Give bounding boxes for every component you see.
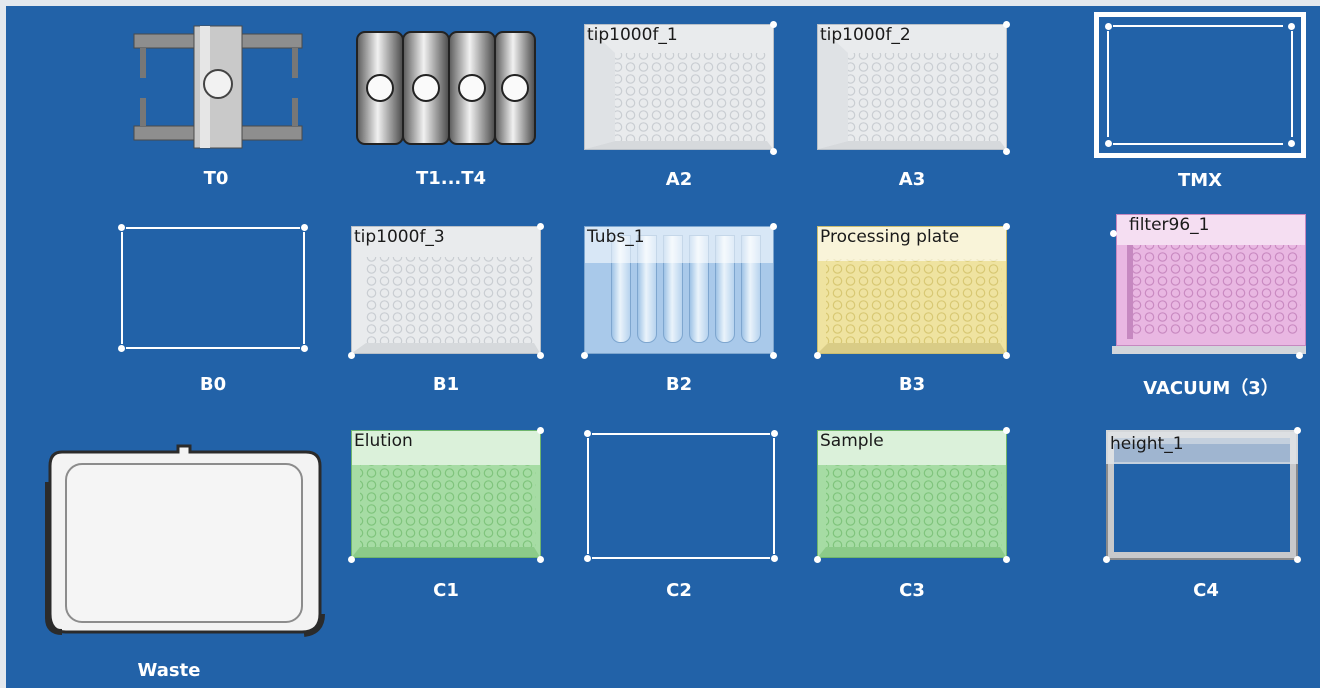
heater-shaker-icon: [356, 31, 536, 145]
well-grid-icon: [818, 431, 1006, 557]
labware-name: Tubs_1: [587, 227, 645, 247]
waste-container-icon: [45, 444, 325, 637]
well-grid-icon: [1117, 215, 1305, 339]
slot-c4[interactable]: height_1 C4: [1103, 427, 1316, 605]
slot-t1-t4[interactable]: T1...T4: [351, 22, 551, 202]
slot-vacuum[interactable]: filter96_1 VACUUM（3）: [1106, 214, 1316, 404]
slot-label: B1: [432, 374, 460, 395]
sample-plate[interactable]: Sample: [817, 430, 1007, 558]
slot-label: A2: [665, 169, 693, 190]
magnetic-rack-icon: [133, 25, 303, 149]
slot-t0[interactable]: T0: [126, 22, 316, 202]
slot-c2[interactable]: C2: [584, 430, 784, 605]
slot-c1[interactable]: Elution C1: [348, 427, 551, 605]
slot-label: T1...T4: [415, 168, 487, 189]
slot-label: T0: [203, 168, 229, 189]
height-frame[interactable]: height_1: [1106, 430, 1298, 560]
well-grid-icon: [818, 25, 1006, 149]
labware-name: Sample: [820, 431, 884, 451]
slot-label: B0: [199, 374, 227, 395]
labware-name: tip1000f_1: [587, 25, 678, 45]
slot-tmx[interactable]: TMX: [1094, 12, 1314, 197]
labware-name: Elution: [354, 431, 413, 451]
well-grid-icon: [818, 227, 1006, 353]
tip-rack-plate[interactable]: tip1000f_2: [817, 24, 1007, 150]
empty-slot-outline: [584, 430, 778, 562]
well-grid-icon: [585, 25, 773, 149]
slot-a2[interactable]: tip1000f_1 A2: [584, 21, 777, 204]
slot-label: B3: [898, 374, 926, 395]
slot-waste[interactable]: Waste: [44, 442, 334, 687]
slot-c3[interactable]: Sample C3: [814, 427, 1017, 605]
filter-plate[interactable]: filter96_1: [1116, 214, 1306, 346]
processing-plate[interactable]: Processing plate: [817, 226, 1007, 354]
slot-label: VACUUM（3）: [1143, 378, 1279, 399]
slot-label: C2: [666, 580, 692, 601]
slot-label: C4: [1193, 580, 1219, 601]
slot-label: Waste: [137, 660, 201, 681]
slot-label: C3: [899, 580, 925, 601]
slot-b0[interactable]: B0: [118, 224, 318, 399]
slot-label: B2: [665, 374, 693, 395]
tip-rack-plate[interactable]: tip1000f_1: [584, 24, 774, 150]
well-grid-icon: [352, 431, 540, 557]
empty-slot-outline: [118, 224, 308, 352]
labware-name: Processing plate: [820, 227, 960, 247]
labware-name: height_1: [1110, 434, 1184, 454]
slot-label: TMX: [1177, 170, 1223, 191]
well-grid-icon: [352, 257, 540, 353]
labware-name: tip1000f_2: [820, 25, 911, 45]
slot-label: C1: [433, 580, 459, 601]
elution-plate[interactable]: Elution: [351, 430, 541, 558]
labware-name: filter96_1: [1129, 215, 1210, 235]
labware-name: tip1000f_3: [354, 227, 445, 247]
slot-a3[interactable]: tip1000f_2 A3: [817, 21, 1010, 204]
slot-b1[interactable]: tip1000f_3 B1: [348, 223, 551, 401]
tube-rack-plate[interactable]: Tubs_1: [584, 226, 774, 354]
slot-b3[interactable]: Processing plate B3: [814, 223, 1017, 401]
slot-label: A3: [898, 169, 926, 190]
tmx-frame: [1094, 12, 1306, 158]
slot-b2[interactable]: Tubs_1 B2: [581, 223, 784, 401]
tip-rack-plate[interactable]: tip1000f_3: [351, 226, 541, 354]
